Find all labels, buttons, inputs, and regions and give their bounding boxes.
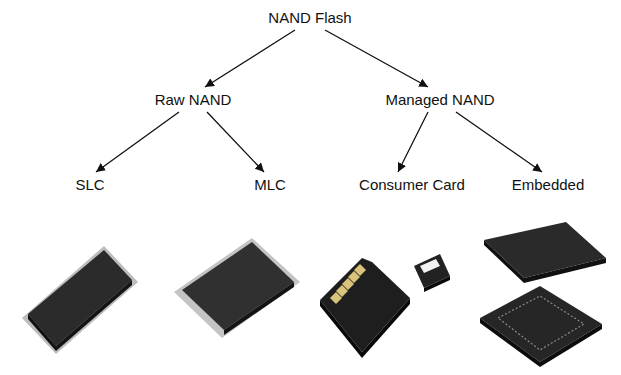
card-body (320, 258, 410, 352)
node-text: MLC (254, 176, 286, 194)
tree-arrow (398, 112, 428, 172)
node-text: SLC (75, 176, 104, 194)
chip-side (224, 282, 294, 335)
category-label: Raw NAND (152, 90, 235, 110)
slc-chip (22, 246, 138, 354)
chip-body (480, 286, 602, 362)
tree-arrow (207, 112, 264, 172)
chip-side (484, 240, 524, 283)
embedded-bga-chip (480, 286, 602, 367)
card-contacts (330, 264, 366, 304)
node-text: Embedded (512, 176, 585, 194)
chip-side (56, 280, 132, 351)
card-body (414, 254, 450, 288)
node-text: NAND Flash (268, 9, 351, 27)
chip-pins (22, 246, 138, 354)
ball-grid (498, 296, 584, 350)
tree-arrow (456, 112, 542, 172)
chip-body (484, 222, 606, 278)
chip-side (480, 318, 540, 367)
tree-arrow (205, 30, 295, 87)
type-label: SLC (72, 175, 107, 195)
chip-side (540, 324, 602, 367)
type-label: Consumer Card (356, 175, 468, 195)
embedded-chip (484, 222, 606, 283)
node-text: Consumer Card (359, 176, 465, 194)
node-text: Managed NAND (385, 91, 494, 109)
card-side (362, 298, 410, 358)
chip-side (524, 258, 606, 283)
chip-side (28, 314, 56, 351)
mlc-chip (174, 238, 300, 338)
chip-body (182, 242, 294, 330)
type-label: Embedded (509, 175, 588, 195)
chip-pins (174, 238, 300, 338)
microsd-card (414, 254, 450, 292)
root-label: NAND Flash (265, 8, 354, 28)
card-side (424, 276, 450, 292)
node-text: Raw NAND (155, 91, 232, 109)
card-side (320, 300, 362, 358)
tree-arrow (325, 30, 428, 87)
tree-arrow (96, 112, 179, 172)
sd-card (320, 258, 410, 358)
card-label (420, 259, 440, 273)
category-label: Managed NAND (382, 90, 497, 110)
type-label: MLC (251, 175, 289, 195)
